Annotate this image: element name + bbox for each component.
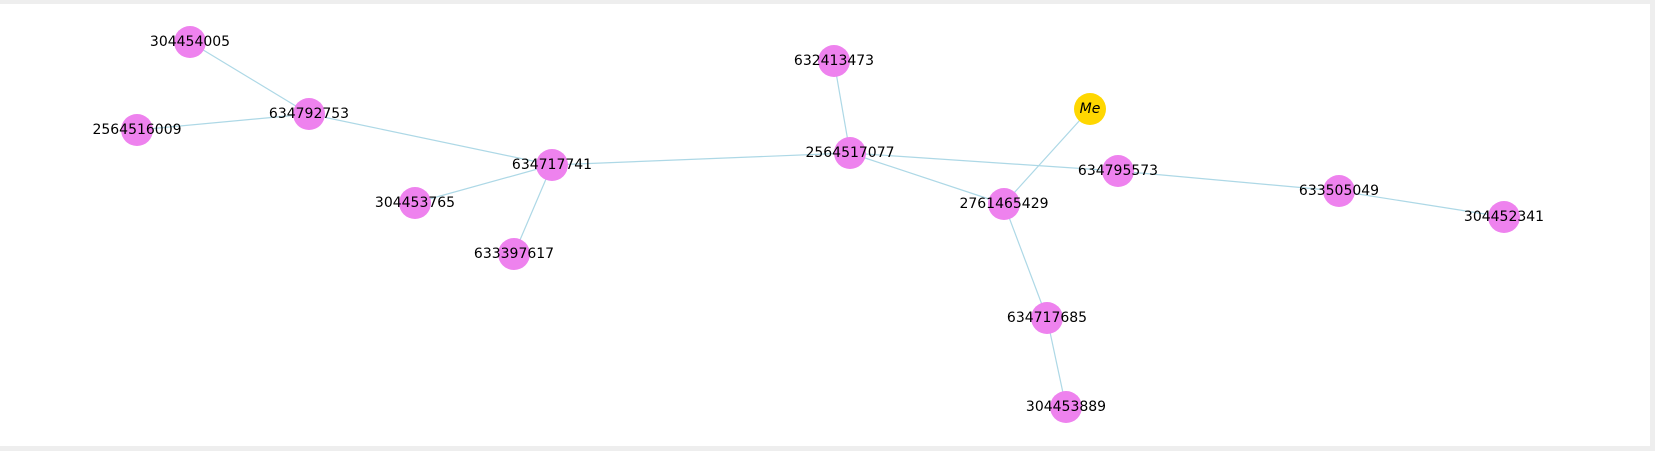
node-label: 304453765 <box>375 195 455 211</box>
node-circle[interactable] <box>1050 391 1082 423</box>
node-label: 634717741 <box>512 157 592 173</box>
node-label: 2564517077 <box>805 145 894 161</box>
graph-node-n634717741[interactable]: 634717741 <box>512 149 592 181</box>
node-label: 634792753 <box>269 106 349 122</box>
node-label: 2564516009 <box>92 122 181 138</box>
graph-node-n304452341[interactable]: 304452341 <box>1464 201 1544 233</box>
edge-n2564517077-n634795573 <box>849 152 1119 172</box>
edge-n2564517077-n634717741 <box>551 152 851 166</box>
node-circle[interactable] <box>174 26 206 58</box>
edges-layer <box>136 41 1505 408</box>
edge-n2761465429-n2564517077 <box>849 152 1005 205</box>
graph-node-n304453765[interactable]: 304453765 <box>375 187 455 219</box>
node-circle[interactable] <box>536 149 568 181</box>
network-graph-canvas: Me 2761465429 2564517077 632413473 634795573… <box>0 4 1650 446</box>
node-circle[interactable] <box>834 137 866 169</box>
node-circle[interactable] <box>818 45 850 77</box>
node-circle[interactable] <box>988 188 1020 220</box>
node-circle[interactable] <box>121 114 153 146</box>
edge-n634795573-n633505049 <box>1117 170 1340 192</box>
node-circle[interactable] <box>399 187 431 219</box>
node-label: 633505049 <box>1299 183 1379 199</box>
edge-n634717741-n633397617 <box>513 164 553 255</box>
node-label: 633397617 <box>474 246 554 262</box>
graph-node-n633505049[interactable]: 633505049 <box>1299 175 1379 207</box>
graph-node-n2761465429[interactable]: 2761465429 <box>959 188 1049 220</box>
edge-n633505049-n304452341 <box>1338 190 1505 218</box>
network-graph: Me 2761465429 2564517077 632413473 634795573… <box>92 26 1544 423</box>
node-label: Me <box>1080 101 1101 117</box>
graph-node-n633397617[interactable]: 633397617 <box>474 238 554 270</box>
node-label: 634795573 <box>1078 163 1158 179</box>
node-circle[interactable] <box>293 98 325 130</box>
node-circle[interactable] <box>1074 93 1106 125</box>
node-label: 304452341 <box>1464 209 1544 225</box>
node-circle[interactable] <box>1102 155 1134 187</box>
edge-n634717741-n304453765 <box>414 164 553 204</box>
node-circle[interactable] <box>1488 201 1520 233</box>
node-label: 304454005 <box>150 34 230 50</box>
nodes-layer: Me 2761465429 2564517077 632413473 634795573… <box>92 26 1544 423</box>
node-label: 634717685 <box>1007 310 1087 326</box>
graph-node-n304454005[interactable]: 304454005 <box>150 26 230 58</box>
graph-node-n634717685[interactable]: 634717685 <box>1007 302 1087 334</box>
graph-node-n634792753[interactable]: 634792753 <box>269 98 349 130</box>
node-label: 304453889 <box>1026 399 1106 415</box>
graph-node-n2564516009[interactable]: 2564516009 <box>92 114 182 146</box>
node-circle[interactable] <box>1323 175 1355 207</box>
graph-node-n304453889[interactable]: 304453889 <box>1026 391 1106 423</box>
graph-node-n2564517077[interactable]: 2564517077 <box>805 137 895 169</box>
node-circle[interactable] <box>498 238 530 270</box>
node-label: 2761465429 <box>959 196 1048 212</box>
node-circle[interactable] <box>1031 302 1063 334</box>
graph-node-n634795573[interactable]: 634795573 <box>1078 155 1158 187</box>
edge-n634717741-n634792753 <box>308 113 553 166</box>
graph-node-me[interactable]: Me <box>1074 93 1106 125</box>
graph-node-n632413473[interactable]: 632413473 <box>794 45 874 77</box>
edge-me-n2761465429 <box>1003 108 1091 205</box>
node-label: 632413473 <box>794 53 874 69</box>
edge-n2761465429-n634717685 <box>1003 203 1048 319</box>
edge-n634792753-n304454005 <box>189 41 310 115</box>
edge-n634792753-n2564516009 <box>136 113 310 131</box>
